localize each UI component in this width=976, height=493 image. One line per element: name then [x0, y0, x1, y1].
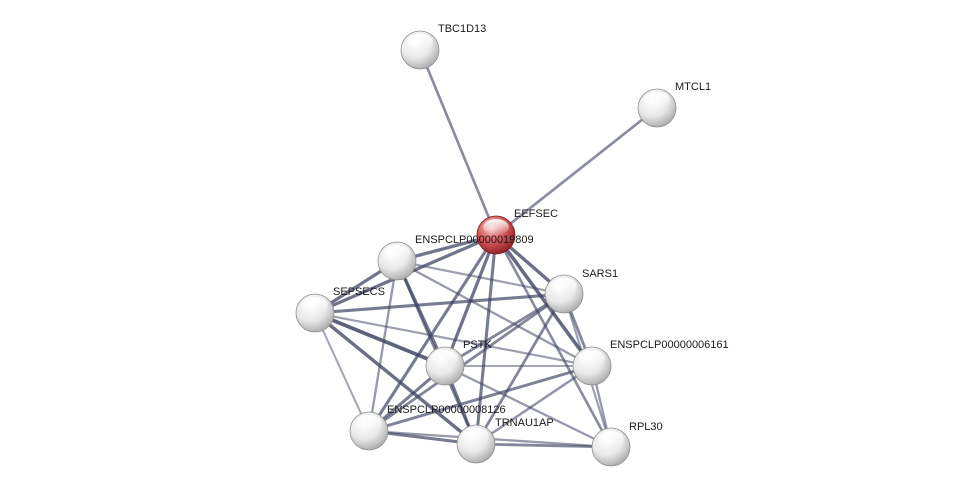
- node-gloss-highlight: [579, 350, 605, 366]
- node-label: ENSPCLP00000019809: [415, 234, 534, 246]
- edge-enspclp00000019809-enspclp00000008126[interactable]: [367, 259, 399, 433]
- edge-eefsec-tbc1d13[interactable]: [418, 48, 498, 237]
- node-gloss-highlight: [644, 92, 670, 108]
- edge-sepsecs-pstk[interactable]: [313, 311, 447, 368]
- node-sepsecs[interactable]: SEPSECS: [295, 286, 385, 333]
- node-enspclp00000019809[interactable]: ENSPCLP00000019809: [377, 234, 534, 281]
- edge-eefsec-mtcl1[interactable]: [494, 106, 659, 237]
- node-label: SARS1: [582, 268, 618, 280]
- node-sars1[interactable]: SARS1: [544, 268, 618, 314]
- node-gloss-highlight: [407, 34, 433, 50]
- edge-sepsecs-enspclp00000008126[interactable]: [313, 311, 371, 433]
- edge-sepsecs-sars1[interactable]: [313, 292, 566, 315]
- node-gloss-highlight: [356, 415, 382, 431]
- edge-enspclp00000019809-sars1[interactable]: [395, 259, 566, 296]
- node-label: TBC1D13: [438, 23, 486, 35]
- node-gloss-highlight: [463, 428, 489, 444]
- edge-sars1-enspclp00000008126[interactable]: [367, 292, 566, 433]
- node-enspclp00000008126[interactable]: ENSPCLP00000008126: [349, 404, 506, 451]
- node-gloss-highlight: [384, 245, 410, 261]
- node-enspclp00000006161[interactable]: ENSPCLP00000006161: [572, 339, 729, 386]
- edge-eefsec-trnau1ap[interactable]: [474, 233, 498, 446]
- node-gloss-highlight: [551, 278, 577, 294]
- edge-sars1-pstk[interactable]: [443, 292, 566, 368]
- node-label: ENSPCLP00000006161: [610, 339, 729, 351]
- node-label: EEFSEC: [514, 208, 558, 220]
- node-label: SEPSECS: [333, 286, 385, 298]
- node-gloss-highlight: [302, 297, 328, 313]
- node-gloss-highlight: [598, 431, 624, 447]
- node-label: PSTK: [463, 339, 492, 351]
- edge-trnau1ap-enspclp00000006161[interactable]: [474, 364, 594, 446]
- node-pstk[interactable]: PSTK: [425, 339, 492, 386]
- node-label: ENSPCLP00000008126: [387, 404, 506, 416]
- edge-eefsec-enspclp00000006161[interactable]: [494, 233, 594, 368]
- node-eefsec[interactable]: EEFSEC: [476, 208, 558, 255]
- node-label: MTCL1: [675, 81, 711, 93]
- edge-trnau1ap-rpl30[interactable]: [474, 442, 613, 449]
- node-label: RPL30: [629, 421, 663, 433]
- edge-eefsec-rpl30[interactable]: [494, 233, 613, 449]
- node-gloss-highlight: [483, 219, 509, 236]
- node-tbc1d13[interactable]: TBC1D13: [400, 23, 486, 70]
- node-trnau1ap[interactable]: TRNAU1AP: [456, 417, 554, 464]
- edge-sepsecs-enspclp00000006161[interactable]: [313, 311, 594, 368]
- node-label: TRNAU1AP: [495, 417, 554, 429]
- node-rpl30[interactable]: RPL30: [591, 421, 663, 467]
- node-gloss-highlight: [432, 350, 458, 366]
- edge-pstk-rpl30[interactable]: [443, 364, 613, 449]
- edge-eefsec-enspclp00000008126[interactable]: [367, 233, 498, 433]
- node-mtcl1[interactable]: MTCL1: [637, 81, 711, 128]
- edge-enspclp00000008126-enspclp00000006161[interactable]: [367, 364, 594, 433]
- edge-sars1-trnau1ap[interactable]: [474, 292, 566, 446]
- edge-enspclp00000019809-enspclp00000006161[interactable]: [395, 259, 594, 368]
- edge-sepsecs-trnau1ap[interactable]: [313, 311, 478, 446]
